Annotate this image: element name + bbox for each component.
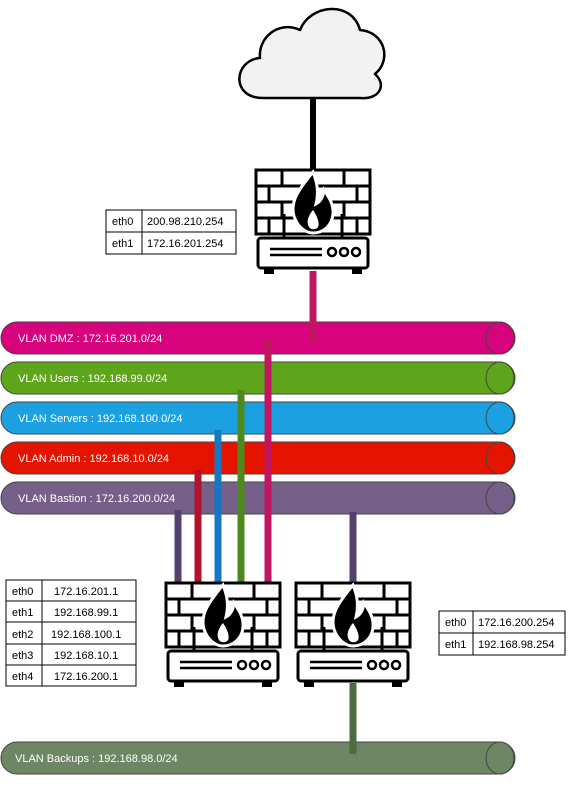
table-cell-iface: eth2: [12, 629, 33, 641]
vlan-backups: VLAN Backups : 192.168.98.0/24: [0, 741, 516, 775]
firewall-icon: [164, 581, 282, 689]
vlan-users: VLAN Users : 192.168.99.0/24: [0, 361, 516, 395]
table-cell-ip: 172.16.200.1: [54, 671, 118, 683]
vlan-bastion-label: VLAN Bastion : 172.16.200.0/24: [18, 493, 175, 505]
table-cell-ip: 172.16.200.254: [478, 617, 554, 629]
table-cell-iface: eth1: [112, 238, 133, 250]
firewall-icon: [254, 168, 372, 276]
table-cell-iface: eth1: [445, 639, 466, 651]
vlan-users-pipe-end: [485, 361, 515, 395]
table-cell-iface: eth1: [12, 607, 33, 619]
vlan-admin: VLAN Admin : 192.168.10.0/24: [0, 441, 516, 475]
vlan-users-label: VLAN Users : 192.168.99.0/24: [18, 373, 167, 385]
firewall-icon: [294, 581, 412, 689]
table-cell-iface: eth0: [445, 617, 466, 629]
vlan-admin-label: VLAN Admin : 192.168.10.0/24: [18, 453, 169, 465]
vlan-dmz-pipe-end: [485, 321, 515, 355]
cloud-icon: [238, 7, 386, 100]
table-cell-ip: 172.16.201.254: [147, 238, 223, 250]
vlan-servers-label: VLAN Servers : 192.168.100.0/24: [18, 413, 183, 425]
table-cell-iface: eth4: [12, 671, 33, 683]
backup-interface-table: eth0 172.16.200.254 eth1 192.168.98.254: [438, 610, 566, 656]
table-cell-ip: 192.168.99.1: [54, 607, 118, 619]
table-cell-ip: 172.16.201.1: [54, 586, 118, 598]
vlan-bastion: VLAN Bastion : 172.16.200.0/24: [0, 481, 516, 515]
vlan-dmz: VLAN DMZ : 172.16.201.0/24: [0, 321, 516, 355]
vlan-dmz-label: VLAN DMZ : 172.16.201.0/24: [18, 333, 162, 345]
vlan-admin-pipe-end: [485, 441, 515, 475]
table-cell-iface: eth0: [12, 586, 33, 598]
table-cell-ip: 200.98.210.254: [147, 216, 223, 228]
vlan-backups-pipe-end: [485, 741, 515, 775]
table-cell-iface: eth3: [12, 650, 33, 662]
table-cell-ip: 192.168.10.1: [54, 650, 118, 662]
vlan-servers: VLAN Servers : 192.168.100.0/24: [0, 401, 516, 435]
core-interface-table: eth0 172.16.201.1 eth1 192.168.99.1 eth2…: [5, 579, 137, 687]
table-cell-ip: 192.168.100.1: [51, 629, 121, 641]
vlan-bastion-pipe-end: [485, 481, 515, 515]
table-cell-iface: eth0: [112, 216, 133, 228]
vlan-servers-pipe-end: [485, 401, 515, 435]
table-cell-ip: 192.168.98.254: [478, 639, 554, 651]
vlan-backups-label: VLAN Backups : 192.168.98.0/24: [15, 753, 178, 765]
edge-interface-table: eth0 200.98.210.254 eth1 172.16.201.254: [105, 209, 237, 255]
